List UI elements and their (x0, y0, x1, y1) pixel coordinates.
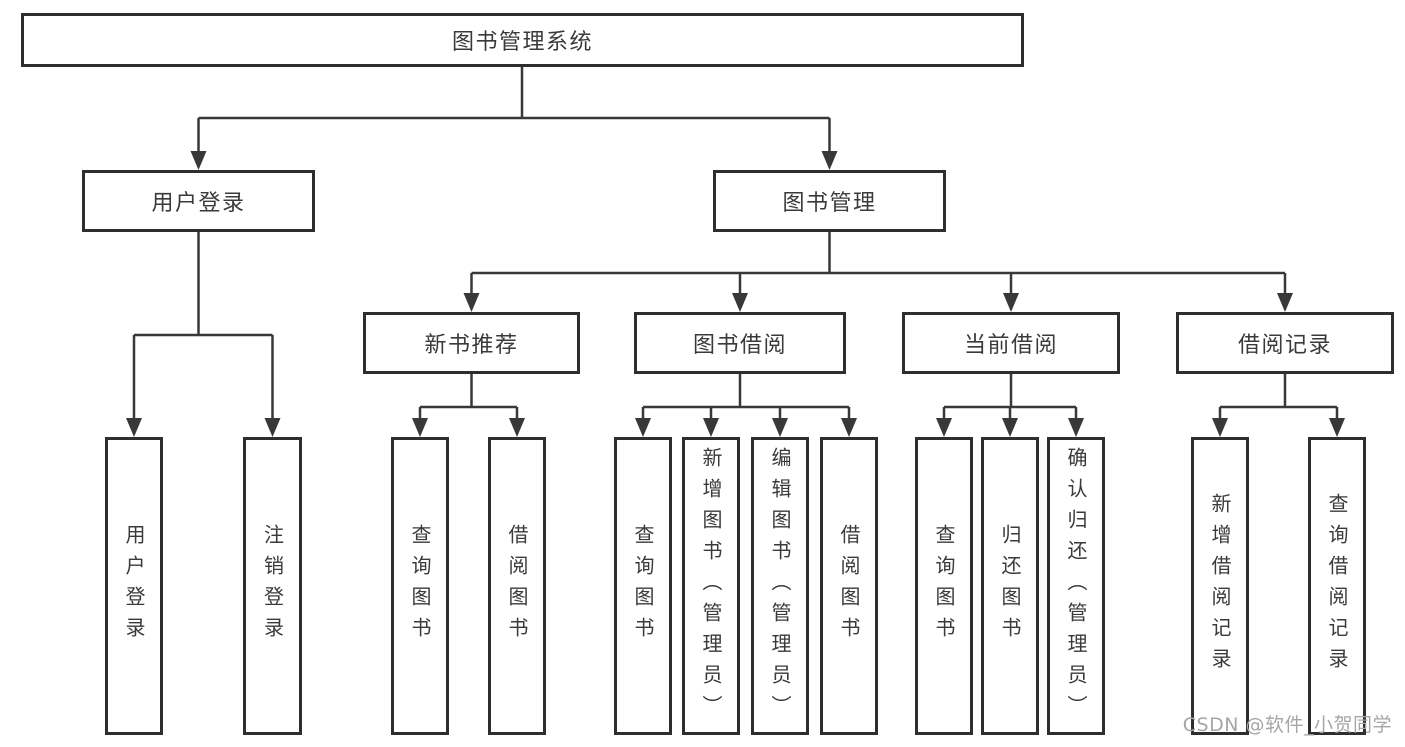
node-borrow-records: 借阅记录 (1176, 312, 1394, 374)
leaf-query-borrow-record: 查询借阅记录 (1308, 437, 1366, 735)
node-new-book-recommend: 新书推荐 (363, 312, 580, 374)
leaf-return-books: 归还图书 (981, 437, 1039, 735)
connector-borrow-records-children (1212, 374, 1345, 437)
leaf-add-borrow-record: 新增借阅记录 (1191, 437, 1249, 735)
node-book-management: 图书管理 (713, 170, 946, 232)
connector-new-book-recommend-children (412, 374, 525, 437)
connector-current-borrow-children (936, 374, 1084, 437)
leaf-query-books-recommend: 查询图书 (391, 437, 449, 735)
node-current-borrow: 当前借阅 (902, 312, 1120, 374)
leaf-borrow-books-recommend: 借阅图书 (488, 437, 546, 735)
leaf-add-book-admin: 新增图书（管理员） (682, 437, 740, 735)
leaf-edit-book-admin: 编辑图书（管理员） (751, 437, 809, 735)
leaf-user-login: 用户登录 (105, 437, 163, 735)
leaf-logout: 注销登录 (243, 437, 302, 735)
connector-root-to-level2 (190, 67, 838, 170)
leaf-borrow-books: 借阅图书 (820, 437, 878, 735)
leaf-query-books-borrow: 查询图书 (614, 437, 672, 735)
node-root-system: 图书管理系统 (21, 13, 1024, 67)
connector-user-login-children (126, 232, 281, 437)
leaf-query-books-current: 查询图书 (915, 437, 973, 735)
node-book-borrow: 图书借阅 (634, 312, 846, 374)
csdn-watermark: CSDN @软件_小贺同学 (1182, 714, 1392, 736)
leaf-confirm-return-admin: 确认归还（管理员） (1047, 437, 1105, 735)
connector-book-management-children (463, 232, 1293, 312)
connector-book-borrow-children (635, 374, 857, 437)
node-user-login: 用户登录 (82, 170, 315, 232)
